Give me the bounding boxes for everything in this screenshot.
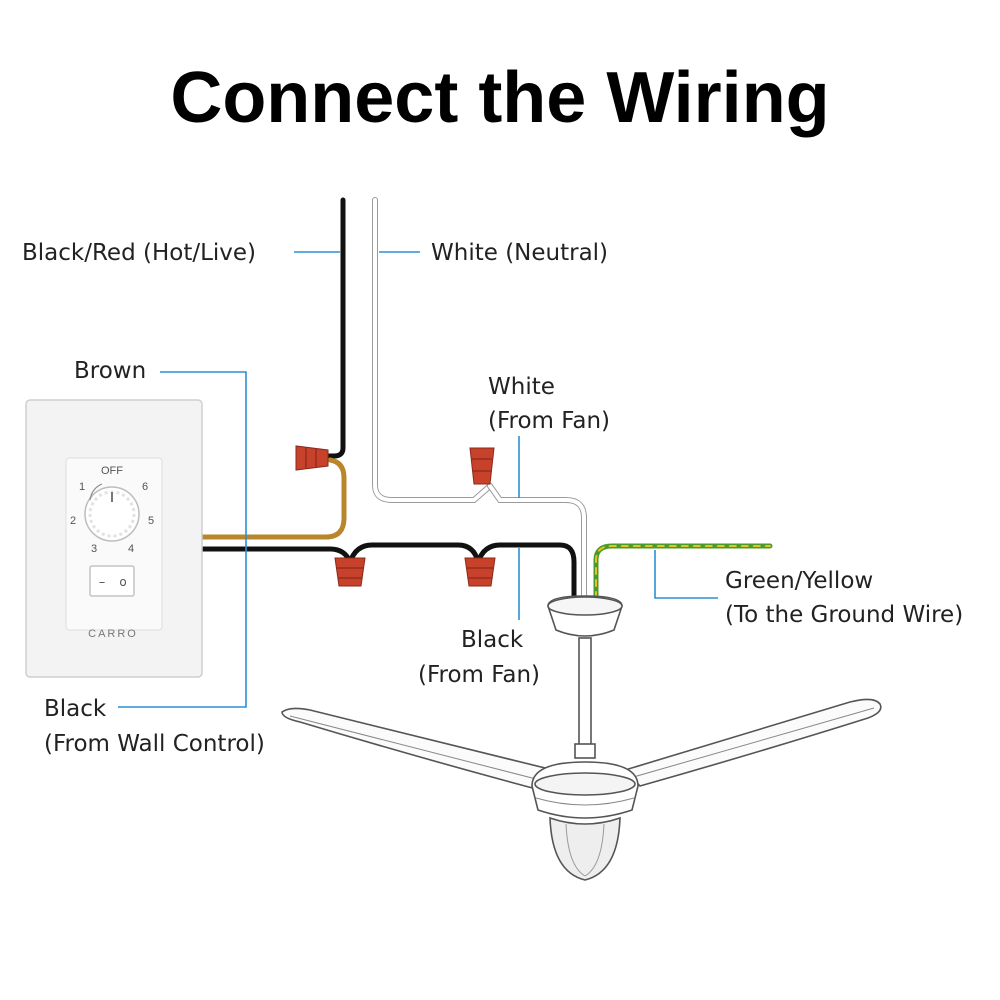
knob-speed-2: 2 xyxy=(70,515,76,527)
brown-wire xyxy=(197,457,347,540)
wire-nut-black-1 xyxy=(334,557,366,587)
label-hot-live: Black/Red (Hot/Live) xyxy=(22,240,256,266)
knob-speed-6: 6 xyxy=(142,481,148,493)
neutral-wire xyxy=(372,197,493,503)
label-brown: Brown xyxy=(74,358,146,384)
label-ground-line1: Green/Yellow xyxy=(725,568,873,594)
speed-knob[interactable] xyxy=(84,483,140,542)
ground-wire xyxy=(593,543,773,601)
label-white-from-fan-line2: (From Fan) xyxy=(488,408,610,434)
page-title: Connect the Wiring xyxy=(170,58,829,138)
fan-blade-left xyxy=(281,707,546,791)
label-ground-line2: (To the Ground Wire) xyxy=(725,602,963,628)
black-wall-wire xyxy=(197,542,577,601)
switch-off-glyph: – xyxy=(99,575,106,590)
label-white-from-fan-line1: White xyxy=(488,374,555,400)
wire-nut-black-2 xyxy=(464,557,496,587)
knob-speed-3: 3 xyxy=(91,543,97,555)
power-switch[interactable]: – o xyxy=(89,565,135,597)
white-fan-wire xyxy=(487,483,587,601)
label-black-from-fan-line1: Black xyxy=(461,627,524,653)
knob-off-label: OFF xyxy=(101,465,123,477)
fan-light-kit xyxy=(549,816,621,881)
fan-downrod xyxy=(578,637,592,751)
knob-speed-5: 5 xyxy=(148,515,154,527)
leader-lines xyxy=(118,251,718,708)
label-neutral: White (Neutral) xyxy=(431,240,608,266)
brand-logo: CARRO xyxy=(88,628,138,640)
hot-live-wire xyxy=(315,197,346,459)
label-black-wall-line1: Black xyxy=(44,696,107,722)
wall-control: OFF 1 2 3 4 5 6 – o CARRO xyxy=(25,399,203,678)
wire-nut-hot xyxy=(295,445,329,471)
ceiling-fan xyxy=(281,595,882,881)
label-black-wall-line2: (From Wall Control) xyxy=(44,731,265,757)
rotate-arrow-icon xyxy=(89,483,103,501)
label-black-from-fan-line2: (From Fan) xyxy=(418,662,540,688)
knob-speed-4: 4 xyxy=(128,543,134,555)
labels: Black/Red (Hot/Live) White (Neutral) Bro… xyxy=(22,240,963,757)
switch-on-glyph: o xyxy=(119,575,126,589)
knob-speed-1: 1 xyxy=(79,481,85,493)
wire-nut-neutral xyxy=(469,447,495,485)
